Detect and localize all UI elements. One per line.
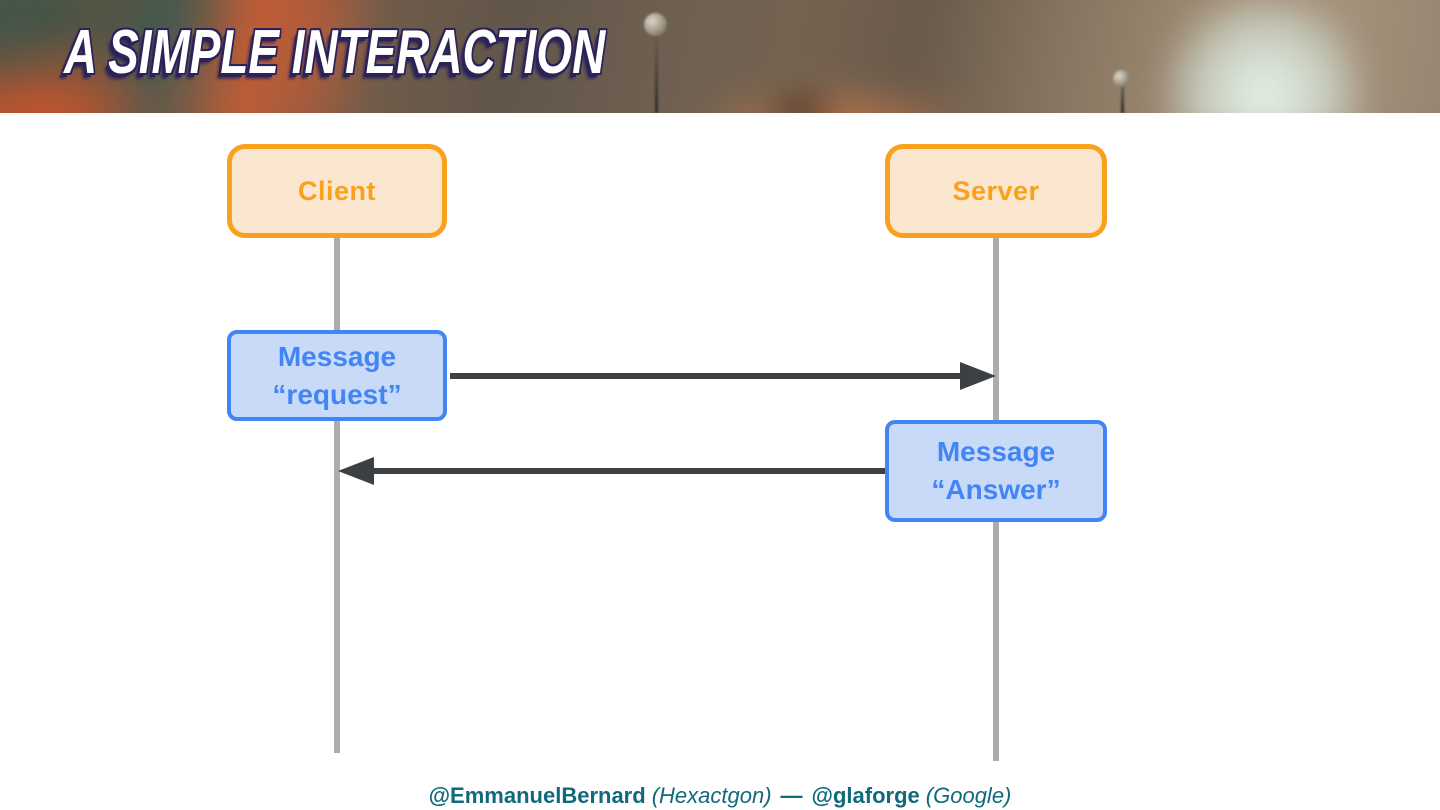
server-actor-box: Server [885, 144, 1107, 238]
pin-decoration [1121, 85, 1124, 113]
pin-ball-decoration [1113, 70, 1130, 87]
footer-separator: — [780, 783, 803, 808]
answer-arrow-line [372, 468, 886, 474]
pin-decoration [655, 30, 658, 113]
footer-org-2: (Google) [925, 783, 1012, 808]
answer-arrowhead-icon [338, 457, 374, 485]
pin-ball-decoration [644, 13, 667, 36]
footer-handle-2: @glaforge [811, 783, 920, 808]
header-banner: A SIMPLE INTERACTION [0, 0, 1440, 113]
request-message-line1: Message [277, 340, 397, 372]
answer-message-line2: “Answer” [931, 474, 1061, 505]
slide-title: A SIMPLE INTERACTION [64, 18, 606, 87]
answer-message-box: Message “Answer” [885, 420, 1107, 522]
answer-message-line1: Message [936, 436, 1056, 467]
footer-credits: @EmmanuelBernard(Hexactgon) — @glaforge(Go… [0, 782, 1440, 810]
footer-org-1: (Hexactgon) [651, 783, 772, 808]
request-arrow-line [450, 373, 962, 379]
client-lifeline [334, 238, 340, 753]
header-background-photo [0, 0, 1440, 113]
server-actor-label: Server [952, 175, 1040, 206]
request-message-box: Message “request” [227, 330, 447, 421]
client-actor-label: Client [297, 175, 376, 206]
client-actor-box: Client [227, 144, 447, 238]
request-arrowhead-icon [960, 362, 996, 390]
request-message-line2: “request” [272, 378, 402, 410]
footer-handle-1: @EmmanuelBernard [428, 783, 646, 808]
